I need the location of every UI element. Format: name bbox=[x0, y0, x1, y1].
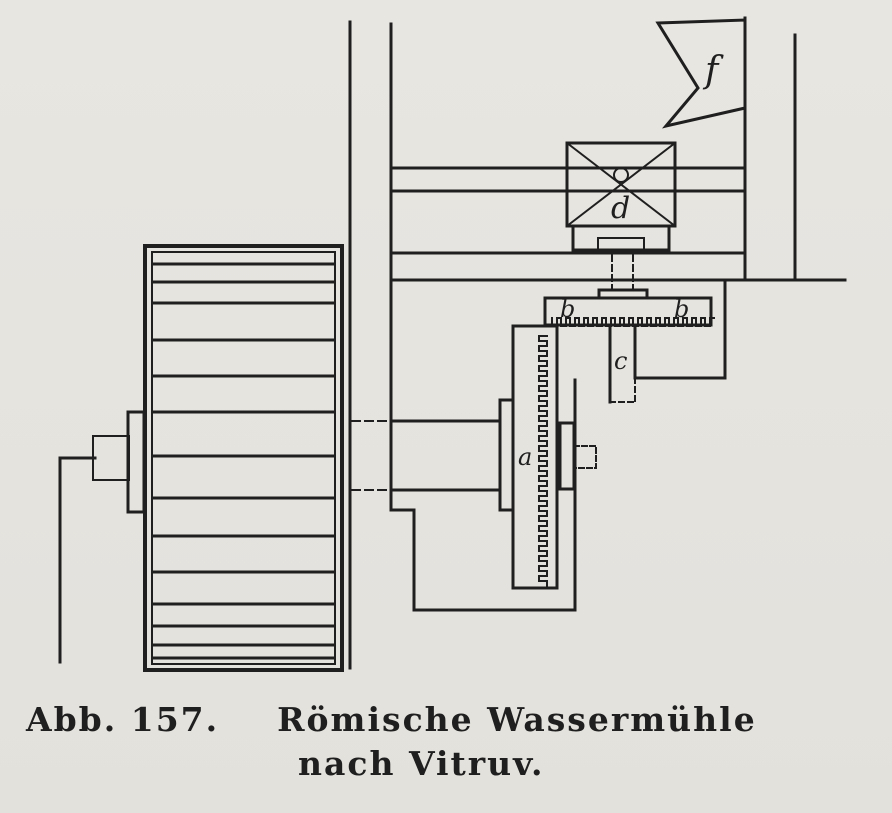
gear-housing bbox=[389, 378, 577, 612]
caption-title-line1: Römische Wassermühle bbox=[277, 700, 757, 739]
gear-a-teeth-outline bbox=[538, 335, 548, 587]
hopper-f bbox=[655, 18, 747, 129]
pinion-bracket bbox=[633, 280, 727, 380]
gear-wheel-a bbox=[498, 324, 597, 590]
label-c: c bbox=[614, 347, 627, 375]
water-wheel bbox=[143, 244, 344, 672]
millstone-d bbox=[565, 141, 677, 252]
gear-b-teeth bbox=[551, 317, 715, 327]
label-d: d bbox=[611, 191, 630, 226]
horizontal-axle bbox=[351, 419, 502, 492]
wheel-bearing-left bbox=[58, 410, 146, 664]
label-b-left: b bbox=[560, 295, 575, 323]
label-f: f bbox=[702, 50, 724, 91]
figure-caption: Abb. 157. Römische Wassermühle nach Vitru… bbox=[26, 700, 886, 783]
gear-b-teeth-outline bbox=[551, 317, 715, 327]
caption-title-line2: nach Vitruv. bbox=[298, 744, 545, 783]
gear-a-teeth bbox=[538, 335, 548, 587]
vertical-shaft-c bbox=[608, 254, 637, 404]
figure-number: Abb. 157. bbox=[26, 700, 220, 739]
label-a: a bbox=[518, 443, 532, 471]
wheel-paddles bbox=[152, 262, 336, 660]
pinion-b bbox=[543, 288, 715, 327]
water-mill-diagram: f d b b c a bbox=[58, 16, 847, 672]
label-b-right: b bbox=[674, 295, 689, 323]
upper-frame bbox=[389, 16, 847, 282]
